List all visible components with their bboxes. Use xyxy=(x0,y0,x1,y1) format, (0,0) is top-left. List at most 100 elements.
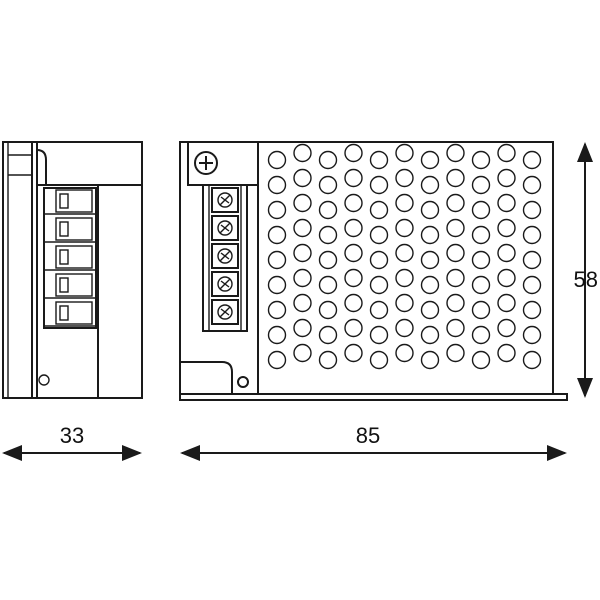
vent-hole xyxy=(497,268,516,288)
vent-hole xyxy=(344,218,363,238)
front-housing-outline xyxy=(179,141,568,401)
vent-hole xyxy=(318,200,338,220)
vent-hole xyxy=(318,225,338,245)
vent-hole xyxy=(522,175,542,195)
vent-hole xyxy=(344,193,363,213)
vent-hole xyxy=(293,193,312,213)
side-terminal-clamp xyxy=(59,277,69,293)
dimension-label-side-width: 33 xyxy=(60,423,84,448)
vent-hole xyxy=(522,200,542,220)
vent-hole xyxy=(344,168,363,188)
vent-hole xyxy=(369,150,389,170)
front-corner-bracket xyxy=(180,361,233,394)
side-terminal-cell xyxy=(55,245,93,269)
terminal-screw-icon xyxy=(217,304,233,320)
vent-hole xyxy=(344,268,363,288)
side-terminal-clamp xyxy=(59,305,69,321)
vent-hole xyxy=(446,193,465,213)
vent-hole xyxy=(344,293,363,313)
vent-hole xyxy=(344,343,363,363)
vent-hole xyxy=(395,168,414,188)
vent-hole xyxy=(446,243,465,263)
vent-hole xyxy=(522,250,542,270)
vent-hole-grid xyxy=(267,143,542,370)
dimension-label-height: 58 xyxy=(574,267,598,292)
terminal-screw-icon xyxy=(217,248,233,264)
side-terminal-clamp xyxy=(59,221,69,237)
vent-hole xyxy=(293,318,312,338)
vent-hole xyxy=(395,218,414,238)
vent-hole xyxy=(318,150,338,170)
vent-hole xyxy=(344,243,363,263)
vent-hole xyxy=(497,168,516,188)
vent-hole xyxy=(522,325,542,345)
vent-hole xyxy=(471,325,491,345)
vent-hole xyxy=(420,325,440,345)
side-terminal-clamp xyxy=(59,193,69,209)
vent-hole xyxy=(522,350,542,370)
terminal-screw-icon xyxy=(217,220,233,236)
vent-hole xyxy=(267,225,287,245)
vent-hole xyxy=(369,325,389,345)
terminal-cell xyxy=(211,271,239,297)
terminal-screw-slot xyxy=(220,224,230,232)
vent-hole xyxy=(446,318,465,338)
vent-hole xyxy=(497,243,516,263)
vent-hole xyxy=(446,168,465,188)
side-top-bracket xyxy=(8,154,33,176)
side-terminal-cell xyxy=(55,189,93,213)
vent-hole xyxy=(395,243,414,263)
vent-hole xyxy=(420,225,440,245)
vent-hole xyxy=(497,293,516,313)
front-cover-step xyxy=(187,142,258,186)
vent-hole xyxy=(369,250,389,270)
vent-hole xyxy=(293,143,312,163)
vent-hole xyxy=(446,143,465,163)
vent-hole xyxy=(446,343,465,363)
vent-hole xyxy=(318,250,338,270)
vent-hole xyxy=(395,193,414,213)
vent-hole xyxy=(471,175,491,195)
dimension-label-front-width: 85 xyxy=(356,423,380,448)
terminal-screw-slot xyxy=(220,252,230,260)
vent-hole xyxy=(446,268,465,288)
side-terminal-block xyxy=(43,187,97,329)
vent-hole xyxy=(395,293,414,313)
vent-hole xyxy=(267,250,287,270)
vent-hole xyxy=(497,143,516,163)
vent-hole xyxy=(395,318,414,338)
terminal-screw-slot xyxy=(220,280,230,288)
terminal-screw-icon xyxy=(217,276,233,292)
vent-hole xyxy=(293,268,312,288)
vent-hole xyxy=(395,343,414,363)
vent-hole xyxy=(522,150,542,170)
vent-hole xyxy=(420,175,440,195)
vent-hole xyxy=(369,300,389,320)
vent-hole xyxy=(522,275,542,295)
vent-hole xyxy=(318,175,338,195)
vent-hole xyxy=(293,293,312,313)
vent-hole xyxy=(318,275,338,295)
side-terminal-cell xyxy=(55,217,93,241)
vent-hole xyxy=(471,200,491,220)
vent-hole xyxy=(293,343,312,363)
vent-hole xyxy=(318,325,338,345)
vent-hole xyxy=(293,218,312,238)
front-terminal-block xyxy=(202,184,248,332)
vent-hole xyxy=(471,350,491,370)
vent-hole xyxy=(446,218,465,238)
vent-hole xyxy=(267,325,287,345)
vent-hole xyxy=(420,200,440,220)
side-terminal-cell xyxy=(55,301,93,325)
terminal-screw-icon xyxy=(217,192,233,208)
vent-hole xyxy=(369,225,389,245)
vent-hole xyxy=(267,300,287,320)
terminal-screw-slot xyxy=(220,196,230,204)
vent-hole xyxy=(344,318,363,338)
side-terminal-housing xyxy=(43,187,97,329)
vent-hole xyxy=(471,225,491,245)
vent-hole xyxy=(420,300,440,320)
vent-hole xyxy=(267,350,287,370)
